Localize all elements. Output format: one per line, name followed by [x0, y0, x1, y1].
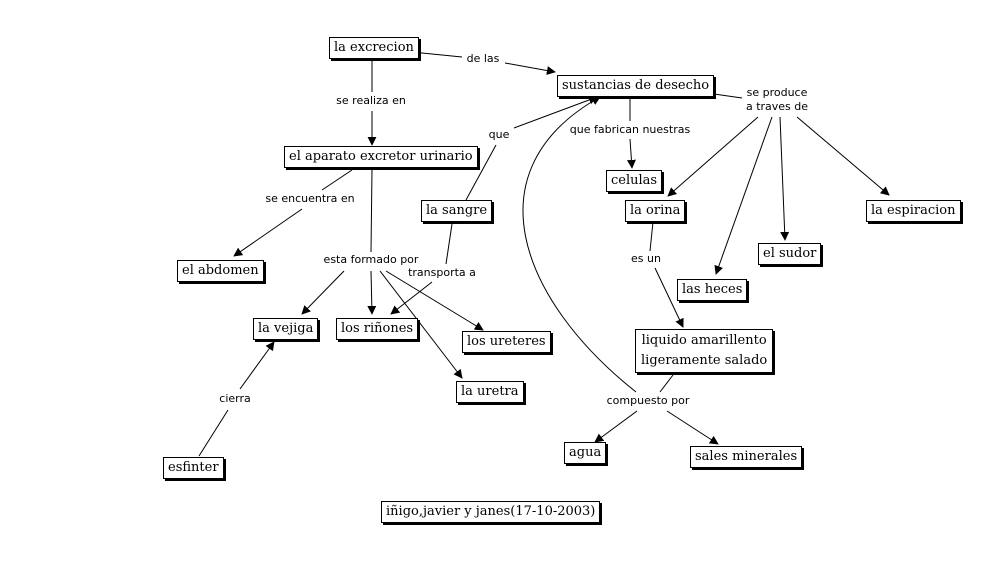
- node-agua[interactable]: agua: [564, 442, 607, 464]
- edge-de-las-sustancias: [504, 62, 556, 75]
- node-los-rinones[interactable]: los riñones: [336, 318, 419, 340]
- node-el-abdomen[interactable]: el abdomen: [177, 260, 264, 282]
- link-de-las: de las: [464, 52, 502, 66]
- link-que-fabrican-nuestras: que fabrican nuestras: [567, 123, 693, 137]
- link-se-produce-line-1: se produce: [746, 86, 808, 99]
- edge-aparato-esta-formado: [370, 169, 373, 253]
- node-esfinter[interactable]: esfinter: [163, 457, 224, 479]
- node-liquido-amarillento[interactable]: liquido amarillento ligeramente salado: [635, 329, 774, 373]
- edge-compuesto-sales: [666, 410, 719, 445]
- edge-se-produce-sudor: [779, 116, 790, 241]
- node-sales-minerales[interactable]: sales minerales: [690, 446, 803, 468]
- edge-es-un-liquido: [654, 267, 684, 328]
- node-las-heces[interactable]: las heces: [677, 279, 748, 301]
- node-la-uretra[interactable]: la uretra: [456, 381, 524, 403]
- node-sustancias-de-desecho[interactable]: sustancias de desecho: [557, 75, 715, 97]
- edge-liquido-compuesto: [659, 374, 674, 393]
- node-liquido-line-1: liquido amarillento: [641, 333, 767, 348]
- edge-cierra-vejiga: [239, 341, 275, 390]
- edge-orina-es-un: [649, 221, 654, 252]
- edge-se-encuentra-abdomen: [233, 208, 303, 257]
- edge-excrecion-de-las: [411, 51, 463, 58]
- node-la-vejiga[interactable]: la vejiga: [253, 318, 319, 340]
- edge-que-fabrican-celulas: [626, 138, 636, 169]
- edge-esta-formado-rinones: [367, 270, 377, 315]
- edge-compuesto-sustancias-curve: [522, 96, 637, 393]
- link-que: que: [486, 128, 512, 142]
- edge-que-sustancias: [513, 95, 598, 129]
- node-liquido-line-2: ligeramente salado: [641, 353, 768, 368]
- edge-esfinter-cierra: [198, 409, 229, 457]
- node-la-sangre[interactable]: la sangre: [421, 200, 493, 222]
- node-la-espiracion[interactable]: la espiracion: [866, 200, 961, 222]
- edge-sangre-transporta: [445, 223, 453, 265]
- edge-se-produce-espiracion: [796, 116, 890, 196]
- edge-esta-formado-ureteres: [385, 270, 484, 331]
- edge-transporta-rinones: [390, 281, 433, 315]
- link-se-realiza-en: se realiza en: [334, 94, 408, 108]
- edge-esta-formado-vejiga: [301, 270, 345, 315]
- edge-aparato-se-encuentra: [321, 169, 353, 191]
- link-se-produce-a-traves-de: se produce a traves de: [743, 86, 811, 114]
- edge-sangre-que: [465, 144, 497, 201]
- link-cierra: cierra: [217, 392, 253, 406]
- node-credits: iñigo,javier y janes(17-10-2003): [381, 501, 601, 523]
- node-la-orina[interactable]: la orina: [625, 200, 686, 222]
- link-esta-formado-por: esta formado por: [321, 253, 421, 267]
- link-se-produce-line-2: a traves de: [745, 100, 809, 113]
- node-el-aparato-excretor-urinario[interactable]: el aparato excretor urinario: [284, 146, 478, 168]
- link-se-encuentra-en: se encuentra en: [263, 192, 357, 206]
- link-compuesto-por: compuesto por: [604, 394, 692, 408]
- edge-se-produce-heces: [714, 116, 773, 275]
- link-es-un: es un: [629, 252, 663, 266]
- edge-esta-formado-uretra: [379, 270, 463, 379]
- node-el-sudor[interactable]: el sudor: [758, 243, 822, 265]
- node-celulas[interactable]: celulas: [606, 170, 663, 192]
- link-transporta-a: transporta a: [406, 266, 478, 280]
- edge-se-produce-orina: [667, 116, 759, 197]
- edge-compuesto-agua: [594, 410, 638, 443]
- node-los-ureteres[interactable]: los ureteres: [462, 331, 551, 353]
- node-la-excrecion[interactable]: la excrecion: [329, 37, 419, 59]
